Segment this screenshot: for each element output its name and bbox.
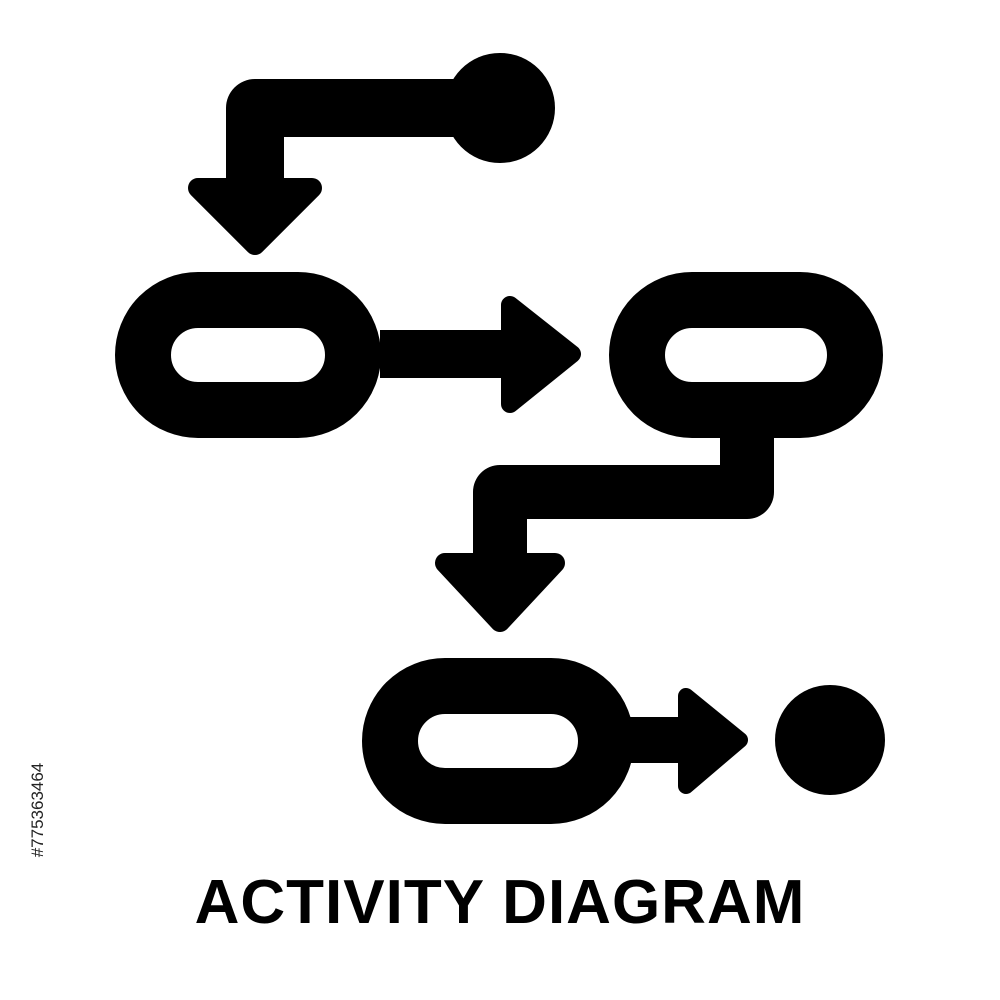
connector-action-2-to-action-3 <box>473 420 774 555</box>
connector-initial-to-action-1 <box>226 79 470 182</box>
action-node-3 <box>362 658 634 824</box>
initial-node <box>445 53 555 163</box>
action-node-1 <box>115 272 381 438</box>
arrowhead-right-2 <box>678 688 748 794</box>
diagram-caption: ACTIVITY DIAGRAM <box>194 868 806 937</box>
action-node-2 <box>609 272 883 438</box>
arrowhead-right-1 <box>501 296 581 413</box>
arrowhead-down-1 <box>188 178 322 255</box>
arrowhead-down-2 <box>435 553 565 632</box>
final-node <box>775 685 885 795</box>
stock-id: #775363464 <box>28 762 47 858</box>
